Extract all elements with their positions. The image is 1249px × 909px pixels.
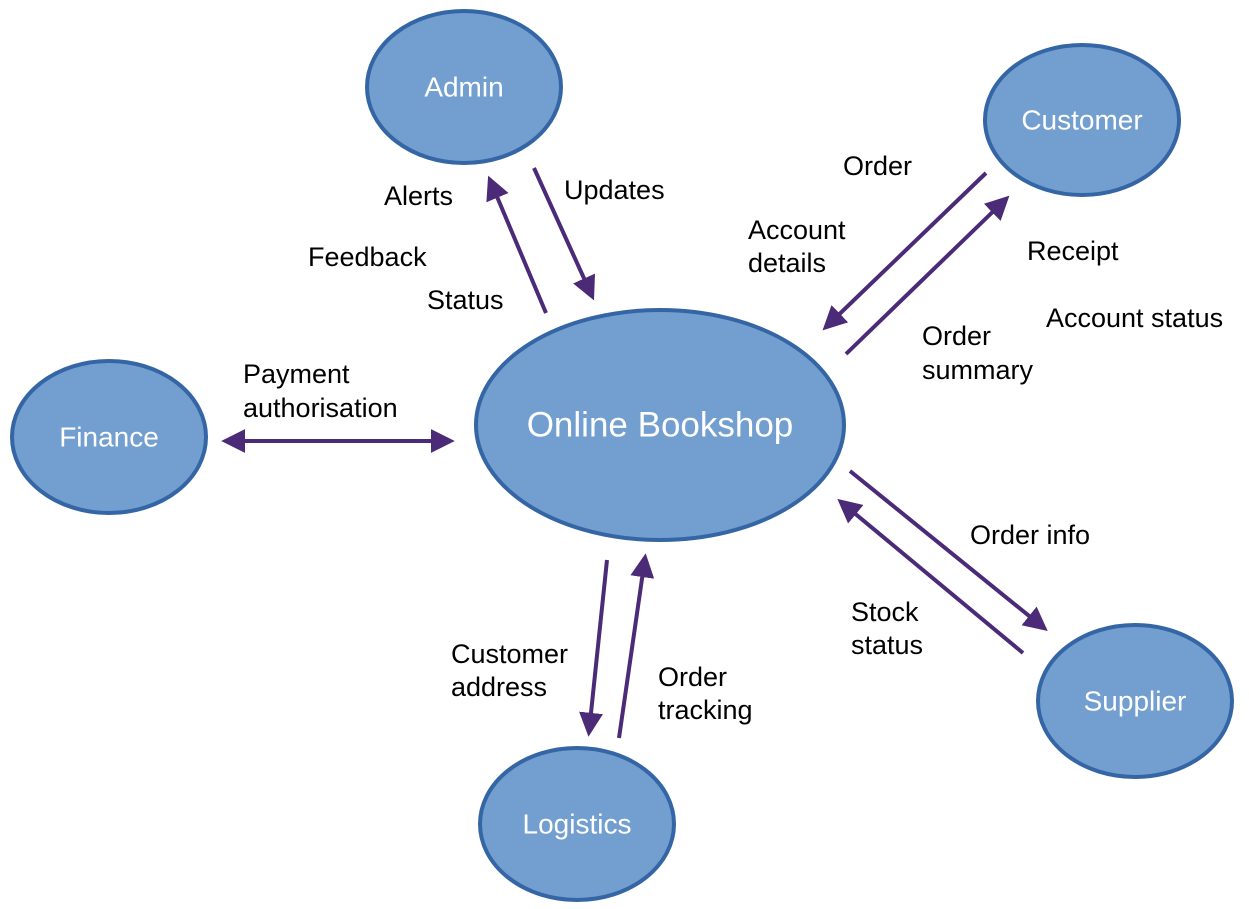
node-logistics: Logistics — [478, 746, 676, 902]
label-receipt: Receipt — [1027, 236, 1119, 266]
node-customer: Customer — [983, 43, 1181, 197]
arrow-order-tracking-to-bookshop — [617, 553, 655, 739]
arrow-customer-address-to-logistics — [579, 559, 609, 737]
label-order-info: Order info — [970, 520, 1090, 550]
node-admin: Admin — [365, 9, 563, 165]
label-customer-address-line2: address — [451, 672, 547, 702]
node-finance: Finance — [10, 359, 208, 515]
label-authorisation: authorisation — [243, 393, 398, 423]
node-online-bookshop: Online Bookshop — [474, 308, 846, 542]
node-label-supplier: Supplier — [1084, 686, 1187, 717]
label-status: Status — [427, 285, 504, 315]
label-status-supplier: status — [851, 630, 923, 660]
label-payment: Payment — [243, 359, 350, 389]
label-feedback: Feedback — [308, 242, 427, 272]
arrow-updates-to-bookshop — [532, 167, 596, 301]
label-details: details — [748, 248, 826, 278]
label-order-tracking-line2: tracking — [658, 695, 753, 725]
node-label-admin: Admin — [424, 72, 503, 103]
label-order: Order — [843, 151, 912, 181]
label-customer-address-line1: Customer — [451, 639, 568, 669]
node-supplier: Supplier — [1036, 623, 1234, 779]
arrow-receipt-to-customer — [844, 195, 1010, 356]
node-label-finance: Finance — [59, 422, 159, 453]
arrow-order-info-to-supplier — [848, 469, 1048, 632]
label-updates: Updates — [564, 175, 665, 205]
label-order-tracking-line1: Order — [658, 662, 727, 692]
label-account-status: Account status — [1046, 303, 1223, 333]
arrow-order-to-bookshop — [822, 171, 988, 331]
label-order-summary-line1: Order — [922, 321, 991, 351]
flow-labels: Alerts Feedback Status Updates Order Acc… — [243, 151, 1223, 725]
node-label-logistics: Logistics — [523, 809, 632, 840]
node-label-online-bookshop: Online Bookshop — [527, 406, 794, 445]
label-order-summary-line2: summary — [922, 355, 1034, 385]
label-stock: Stock — [851, 597, 919, 627]
arrows — [221, 167, 1048, 739]
label-alerts: Alerts — [384, 181, 453, 211]
label-account: Account — [748, 215, 846, 245]
node-label-customer: Customer — [1021, 105, 1142, 136]
arrow-stock-status-to-bookshop — [837, 498, 1025, 655]
arrow-status-to-admin — [486, 175, 548, 314]
